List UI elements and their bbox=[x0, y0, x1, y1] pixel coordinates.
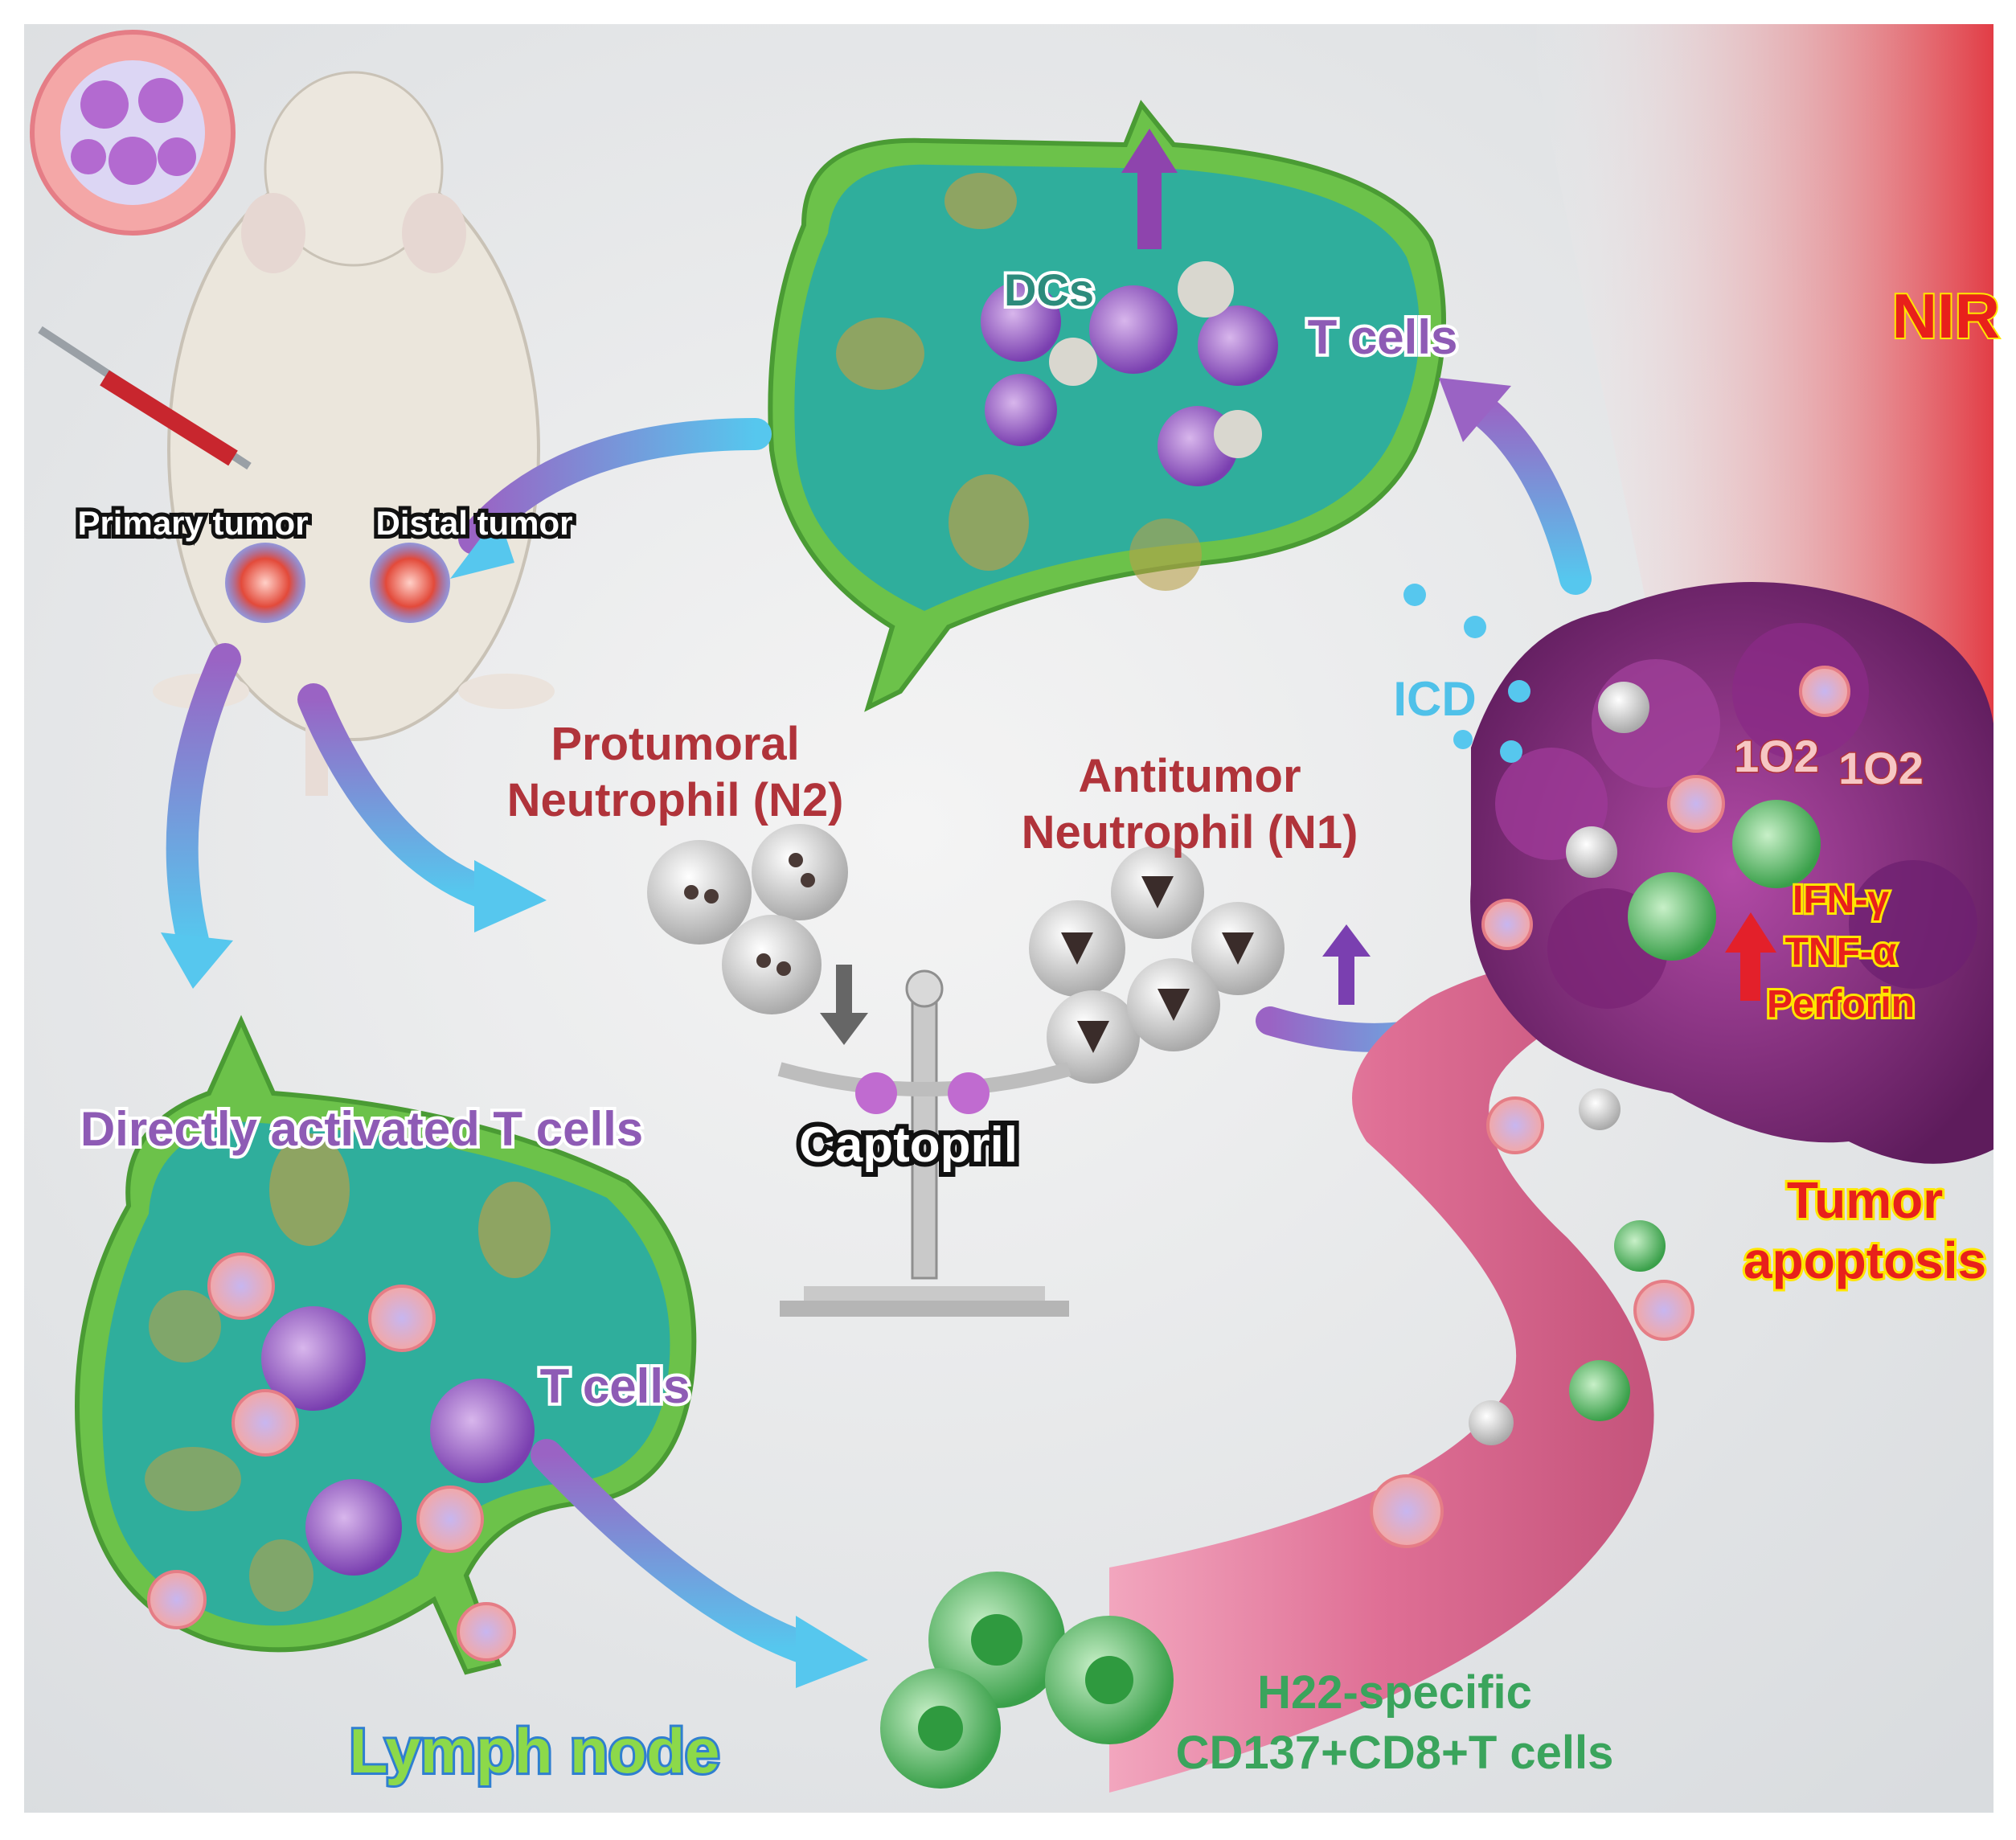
lymph-node-label: Lymph node bbox=[350, 1715, 720, 1786]
singlet-oxygen-label-2: 1O2 bbox=[1838, 743, 1924, 793]
antitumor-label-line1: Antitumor bbox=[1078, 750, 1301, 802]
arrow-mouse-to-lymph bbox=[166, 643, 241, 957]
syringe-icon bbox=[38, 326, 252, 470]
protumoral-label-line1: Protumoral bbox=[551, 718, 799, 770]
increase-arrow-n1 bbox=[1322, 924, 1371, 1005]
captopril-label: Captopril bbox=[799, 1117, 1018, 1173]
arrow-head-cd8 bbox=[796, 1616, 868, 1688]
h22-label-line2: CD137+CD8+T cells bbox=[1176, 1727, 1614, 1779]
increase-arrow-dcs bbox=[1121, 129, 1178, 249]
ifn-gamma-label: IFN-γ bbox=[1793, 879, 1889, 921]
balance-scale-icon bbox=[777, 969, 1072, 1317]
arrow-lymph-to-distal bbox=[458, 418, 772, 555]
h22-label-line1: H22-specific bbox=[1257, 1666, 1532, 1719]
t-cells-bottom-label: T cells bbox=[540, 1359, 690, 1413]
cd8-t-cells bbox=[880, 1572, 1174, 1789]
primary-tumor-label: Primary tumor bbox=[77, 504, 308, 542]
tumor-apoptosis-line1: Tumor bbox=[1787, 1171, 1943, 1229]
nanoparticle-in-vessel bbox=[1486, 1096, 1544, 1154]
lymph-node-bottom bbox=[75, 1014, 697, 1675]
arrow-mouse-to-neutrophil bbox=[297, 683, 498, 908]
neutrophil-in-vessel bbox=[1469, 1400, 1514, 1445]
antitumor-label-line2: Neutrophil (N1) bbox=[1022, 806, 1358, 859]
tnf-alpha-label: TNF-α bbox=[1785, 931, 1897, 973]
singlet-oxygen-label-1: 1O2 bbox=[1734, 731, 1819, 781]
arrow-head-top-lymph bbox=[1439, 378, 1511, 442]
icd-particles bbox=[1403, 584, 1530, 763]
increase-arrow-cytokines bbox=[1725, 912, 1776, 1001]
nanoparticle-illustration bbox=[30, 30, 236, 236]
nir-label: NIR bbox=[1892, 281, 2000, 351]
protumoral-label-line2: Neutrophil (N2) bbox=[507, 774, 844, 826]
neutrophil-in-vessel bbox=[1579, 1088, 1621, 1130]
tumor-mass bbox=[1470, 582, 1993, 1164]
blood-vessel bbox=[1109, 963, 1656, 1793]
lymph-node-top bbox=[768, 100, 1446, 712]
arrow-head-lymph bbox=[161, 932, 233, 989]
arrow-lymph-to-cd8 bbox=[531, 1439, 820, 1664]
icd-label: ICD bbox=[1393, 672, 1476, 726]
perforin-label: Perforin bbox=[1767, 983, 1915, 1026]
distal-tumor-spot bbox=[370, 543, 450, 623]
tumor-apoptosis-line2: apoptosis bbox=[1744, 1231, 1986, 1289]
distal-tumor-label: Distal tumor bbox=[375, 504, 572, 542]
dcs-label: DCs bbox=[1004, 264, 1094, 315]
arrow-head-neutrophil bbox=[474, 860, 547, 932]
decrease-arrow-n2 bbox=[820, 965, 868, 1045]
arrow-tumor-to-lymph bbox=[1455, 386, 1592, 595]
directly-activated-label: Directly activated T cells bbox=[80, 1102, 643, 1156]
nanoparticle-in-vessel bbox=[1370, 1474, 1444, 1548]
antitumor-neutrophils bbox=[1029, 846, 1285, 1084]
arrow-head-distal bbox=[450, 514, 514, 579]
t-cells-top-label: T cells bbox=[1308, 310, 1458, 364]
nanoparticle-in-vessel bbox=[1633, 1280, 1694, 1341]
t-cell-in-vessel bbox=[1614, 1220, 1666, 1272]
t-cell-in-vessel bbox=[1569, 1360, 1630, 1421]
protumoral-neutrophils bbox=[647, 824, 848, 1014]
primary-tumor-spot bbox=[225, 543, 305, 623]
